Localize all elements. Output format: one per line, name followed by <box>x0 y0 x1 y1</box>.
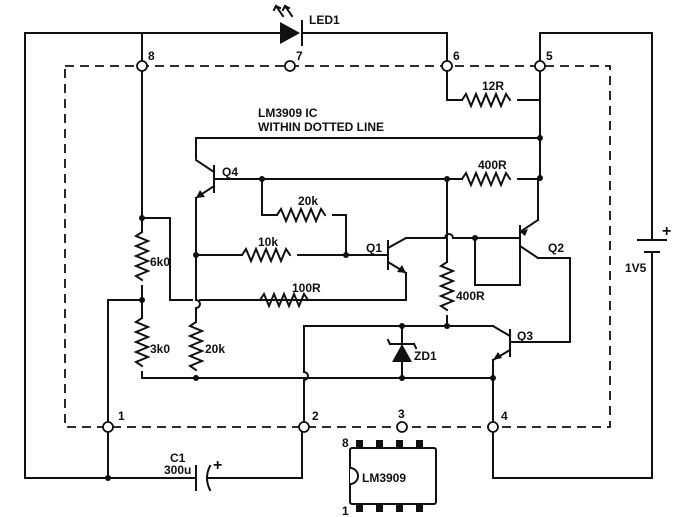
c1-value: 300u <box>164 463 191 477</box>
q4-symbol <box>194 158 263 200</box>
q3-collector-wire <box>303 325 494 373</box>
crossover-1 <box>194 298 201 310</box>
battery-symbol <box>637 239 667 263</box>
q1-label: Q1 <box>366 241 382 255</box>
battery-plus-sign: + <box>662 223 671 240</box>
q2-symbol <box>518 218 540 260</box>
c1-symbol <box>195 464 212 492</box>
c1-name: C1 <box>170 451 186 465</box>
q3-label: Q3 <box>517 329 533 343</box>
resistor-400r-top <box>460 170 512 188</box>
ic-pins <box>102 60 546 433</box>
battery-plus-wire <box>539 32 653 241</box>
led-cathode-wire <box>301 32 448 67</box>
led1-label: LED1 <box>309 13 340 27</box>
resistor-10k <box>240 246 292 264</box>
battery-minus-wire <box>492 261 653 479</box>
label-10k: 10k <box>258 235 278 249</box>
pin2-label: 2 <box>312 409 319 423</box>
crossover-3 <box>302 370 309 382</box>
q2-collector-wire <box>509 257 571 343</box>
q4-collector-wire <box>195 137 541 159</box>
pin1-wire <box>107 299 143 428</box>
package-pin8: 8 <box>342 436 349 450</box>
c1-plus-sign: + <box>213 457 222 474</box>
r20k-top-left-wire <box>261 178 278 216</box>
led1-symbol <box>267 4 303 46</box>
resistor-400r-mid <box>438 260 456 312</box>
zd1-label: ZD1 <box>414 349 437 363</box>
pin6-wire <box>446 65 463 101</box>
junction-dots <box>105 135 543 481</box>
q2-label: Q2 <box>548 241 564 255</box>
pin5-label: 5 <box>546 49 553 63</box>
crossover-2 <box>443 233 455 240</box>
resistor-20k-bottom <box>187 320 205 372</box>
package-label: LM3909 <box>362 471 406 485</box>
resistor-12r <box>460 91 512 109</box>
label-20k-bottom: 20k <box>205 342 225 356</box>
resistor-20k-top <box>275 206 327 224</box>
pin7-label: 7 <box>296 49 303 63</box>
ground-bus-wire <box>141 371 494 379</box>
ic-boundary <box>64 65 611 428</box>
pin3-label: 3 <box>398 407 405 421</box>
q4-label: Q4 <box>222 165 238 179</box>
pin8-label: 8 <box>148 49 155 63</box>
zd1-symbol <box>386 325 418 379</box>
pin4-label: 4 <box>501 409 508 423</box>
ic-note-line1: LM3909 IC <box>258 106 318 120</box>
label-400r-mid: 400R <box>456 289 485 303</box>
label-3k0: 3k0 <box>150 342 170 356</box>
r20k-top-right-wire <box>332 214 347 256</box>
resistor-3k0 <box>133 316 151 368</box>
resistor-100r <box>258 291 310 309</box>
q3-symbol <box>491 324 512 362</box>
package-pin1: 1 <box>342 504 349 517</box>
r100-to-divider-wire <box>141 217 193 301</box>
label-12r: 12R <box>482 79 504 93</box>
cap-right-wire <box>207 426 303 479</box>
label-400r-top: 400R <box>478 158 507 172</box>
dip-package-icon <box>349 440 437 512</box>
label-20k-top: 20k <box>298 194 318 208</box>
pin6-label: 6 <box>453 49 460 63</box>
pin1-label: 1 <box>118 409 125 423</box>
q2-loop-wire <box>474 237 521 286</box>
outer-left-wire <box>24 32 143 479</box>
battery-label: 1V5 <box>625 261 647 275</box>
ic-note-line2: WITHIN DOTTED LINE <box>258 120 384 134</box>
label-6k0: 6k0 <box>150 255 170 269</box>
q1-emitter-wire <box>259 272 407 301</box>
resistor-6k0 <box>133 230 151 282</box>
q1-symbol <box>386 236 408 275</box>
label-100r: 100R <box>292 281 321 295</box>
